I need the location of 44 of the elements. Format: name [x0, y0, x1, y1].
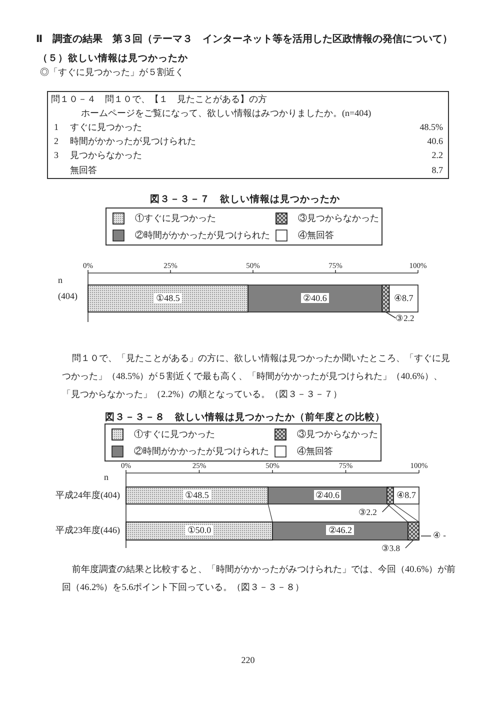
percent-value: 40.6 — [427, 136, 443, 147]
question-text: ホームページをご覧になって、欲しい情報はみつかりましたか。(n=404) — [81, 108, 372, 119]
value-label: ①48.5 — [182, 490, 212, 500]
value-label: ③2.2 — [396, 313, 414, 324]
answer-text: すぐに見つかった — [70, 122, 142, 133]
axis-label: n — [58, 275, 62, 286]
value-label: ③2.2 — [358, 507, 377, 518]
legend-label: ③見つからなかった — [297, 429, 378, 440]
summary-note: ◎「すぐに見つかった」が５割近く — [40, 67, 184, 78]
legend-label: ④無回答 — [297, 446, 333, 457]
legend-label: ③見つからなかった — [298, 213, 379, 224]
legend-label: ①すぐに見つかった — [135, 213, 216, 224]
value-label: ①50.0 — [184, 525, 214, 536]
row-number: 3 — [54, 150, 58, 161]
value-label: ①48.5 — [153, 292, 183, 304]
category-label: 平成23年度(446) — [56, 525, 120, 536]
value-label: ②40.6 — [300, 292, 330, 304]
row-number: 2 — [54, 136, 58, 147]
axis-label: n — [104, 472, 108, 483]
category-label: 平成24年度(404) — [56, 490, 120, 500]
percent-value: 2.2 — [432, 150, 443, 161]
answer-text: 無回答 — [70, 165, 97, 176]
answer-text: 見つからなかった — [70, 150, 142, 161]
category-label: (404) — [58, 291, 78, 302]
body-paragraph: 問１０で、「見たことがある」の方に、欲しい情報は見つかったか聞いたところ、「すぐに見つかった」（48.5%）が５割近くで最も高く、「時間がかかったが見つけられた」（40.6%）、「見つからなかった」（2.2%）の順となっている。（図３－３－７） — [62, 352, 451, 401]
legend-label: ④無回答 — [298, 230, 334, 241]
percent-value: 48.5% — [420, 122, 443, 133]
legend-label: ②時間がかかったが見つけられた — [134, 446, 269, 457]
chart-title: 図３－３－８ 欲しい情報は見つかったか（前年度との比較） — [104, 412, 386, 424]
question-box — [47, 91, 449, 179]
answer-text: 時間がかかったが見つけられた — [70, 136, 196, 147]
legend-label: ②時間がかかったが見つけられた — [135, 230, 270, 241]
page-number: 220 — [240, 655, 256, 666]
value-label: ④ - — [433, 530, 446, 540]
percent-value: 8.7 — [432, 165, 443, 176]
section-heading: （５）欲しい情報は見つかったか — [38, 53, 188, 64]
legend-label: ①すぐに見つかった — [134, 429, 215, 440]
value-label: ②46.2 — [325, 525, 356, 536]
value-label: ③3.8 — [381, 543, 400, 554]
chart-title: 図３－３－７ 欲しい情報は見つかったか — [149, 194, 341, 206]
page-heading: Ⅱ 調査の結果 第３回（テーマ３ インターネット等を活用した区政情報の発信について） — [36, 34, 453, 46]
question-heading: 問１０－４ 問１０で、【１ 見たことがある】の方 — [51, 94, 267, 105]
row-number: 1 — [54, 122, 58, 133]
body-paragraph: 前年度調査の結果と比較すると、「時間がかかったがみつけられた」では、今回（40.6%）が前回（46.2%）を5.6ポイント下回っている。（図３－３－８） — [62, 563, 456, 594]
